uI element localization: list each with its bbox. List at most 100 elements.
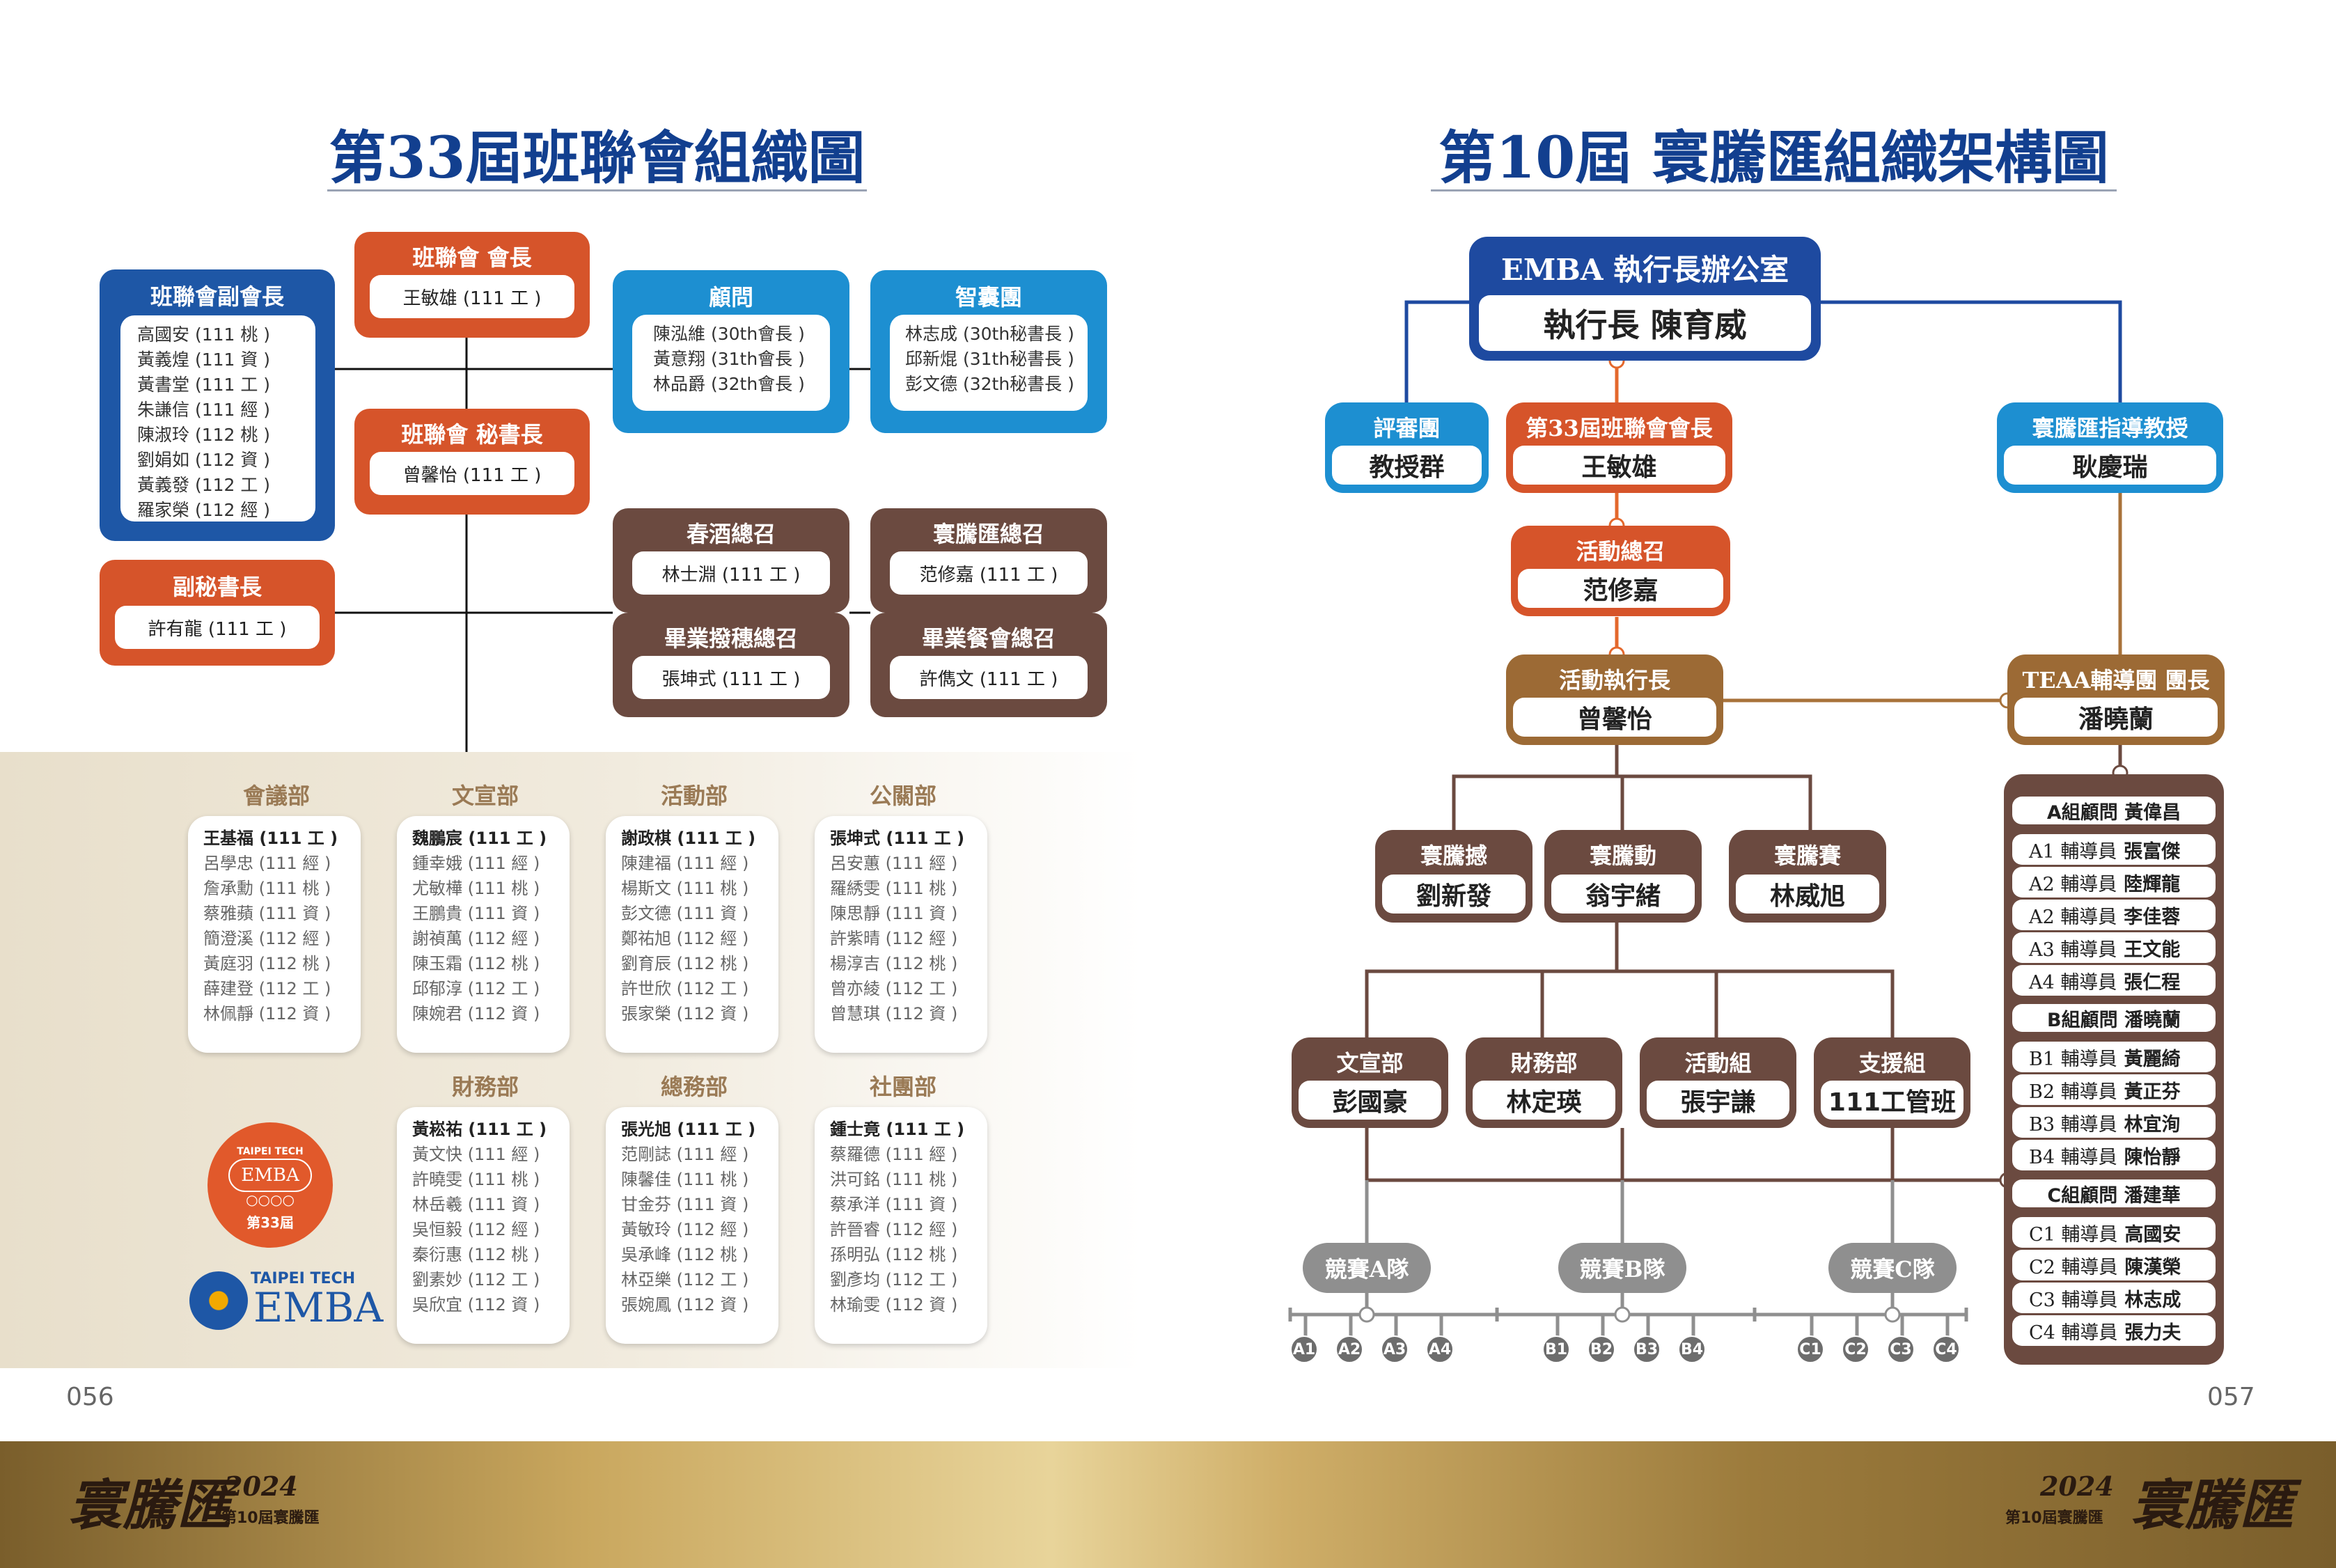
group-row-name: 張富傑 [2124,840,2181,863]
list-item: 甘金芬 (111 資 ) [621,1195,749,1214]
graduation-dinner-card: 畢業餐會總召 許儁文 (111 工 ) [870,613,1107,717]
connector-node [1358,1306,1375,1323]
graduation-dinner-title: 畢業餐會總召 [921,625,1056,652]
list-item: 彭文德 (111 資 ) [621,904,749,923]
deputy-secretary-title: 副秘書長 [172,574,262,600]
group-row-name: 黃麗綺 [2124,1048,2181,1070]
dept-title-finance: 財務部 [451,1074,519,1100]
competition-team-a: 競賽A隊 [1303,1243,1431,1293]
footer-right-edition: 第10屆寰騰匯 [2005,1510,2103,1527]
seal-rings-icon: ○○○○ [246,1191,295,1208]
huanteng-convener-card: 寰騰匯總召 范修嘉 (111 工 ) [870,508,1107,613]
group-row: A1 輔導員張富傑 [2012,834,2216,865]
advisor-card: 顧問 陳泓維 (30th會長 ) 黃意翔 (31th會長 ) 林品爵 (32th… [613,270,849,433]
list-item: 劉育辰 (112 桃 ) [621,954,749,973]
graduation-cap-card: 畢業撥穗總召 張坤式 (111 工 ) [613,613,849,717]
huanteng-han-card: 寰騰撼 劉新發 [1375,830,1532,923]
dept-title-pr: 公關部 [869,783,936,809]
group-row: B4 輔導員陳怡靜 [2012,1140,2216,1170]
publicity-dept-name: 彭國豪 [1299,1081,1441,1120]
vice-president-list: 高國安 (111 桃 ) 黃義煌 (111 資 ) 黃書堂 (111 工 ) 朱… [120,315,315,522]
support-group-name: 111工管班 [1821,1081,1963,1120]
advisor-group-panel: A組顧問 黃偉昌 A1 輔導員張富傑 A2 輔導員陸輝龍 A2 輔導員李佳蓉 A… [2004,774,2224,1365]
list-item: 張家榮 (112 資 ) [621,1004,749,1024]
left-connector-lines [334,334,870,752]
subteam-b3: B3 [1633,1335,1661,1363]
class-president-card: 第33屆班聯會會長 王敏雄 [1506,402,1732,493]
activity-group-card: 活動組 張宇謙 [1640,1037,1796,1128]
jury-name: 教授群 [1332,446,1482,485]
list-item: 羅家榮 (112 經 ) [137,500,271,520]
dept-title-activity: 活動部 [660,783,728,809]
vice-president-title: 班聯會副會長 [150,283,284,310]
right-page-number: 057 [2207,1383,2255,1411]
list-item: 陳婉君 (112 資 ) [412,1004,540,1024]
left-title-underline [327,189,867,191]
group-row-role: B2 輔導員 [2029,1081,2117,1103]
think-tank-title: 智囊團 [955,284,1022,311]
right-title-underline [1431,189,2117,191]
list-item: 張光旭 (111 工 ) [621,1120,756,1139]
dept-title-club: 社團部 [869,1074,936,1100]
subteam-b2: B2 [1588,1335,1615,1363]
group-a-head: A組顧問 黃偉昌 [2012,797,2216,824]
spring-banquet-card: 春酒總召 林士淵 (111 工 ) [613,508,849,613]
group-row: C4 輔導員張力夫 [2012,1315,2216,1346]
huanteng-sai-card: 寰騰賽 林威旭 [1729,830,1886,923]
list-item: 高國安 (111 桃 ) [137,324,271,345]
footer-left-year: 2024 [224,1471,298,1502]
connector-node [1614,1306,1631,1323]
huanteng-dong-title: 寰騰動 [1589,842,1656,869]
list-item: 范剛誌 (111 經 ) [621,1145,749,1164]
taipei-tech-emba-logo: TAIPEI TECH EMBA [189,1267,383,1333]
list-item: 蔡羅德 (111 經 ) [830,1145,958,1164]
emba-33-seal-icon: TAIPEI TECH EMBA ○○○○ 第33屆 [207,1122,333,1248]
group-row-role: A2 輔導員 [2029,873,2117,895]
list-item: 邱新焜 (31th秘書長 ) [905,349,1074,369]
class-president-title: 第33屆班聯會會長 [1526,415,1713,441]
president-card: 班聯會 會長 王敏雄 (111 工 ) [354,232,590,338]
competition-team-c: 競賽C隊 [1828,1243,1957,1293]
dept-list-publicity: 魏鵬宸 (111 工 ) 鍾幸娥 (111 經 ) 尤敏樺 (111 桃 ) 王… [397,816,570,1053]
advisor-title: 顧問 [708,284,753,311]
list-item: 陳淑玲 (112 桃 ) [137,425,271,445]
dept-title-publicity: 文宣部 [451,783,519,809]
dept-list-meeting: 王基福 (111 工 ) 呂學忠 (111 經 ) 詹承勳 (111 桃 ) 蔡… [188,816,361,1053]
group-row-role: A4 輔導員 [2029,971,2117,994]
footer-left-brand: 寰騰匯 [68,1474,232,1537]
advisor-list: 陳泓維 (30th會長 ) 黃意翔 (31th會長 ) 林品爵 (32th會長 … [632,315,830,411]
dept-list-finance: 黃崧祐 (111 工 ) 黃文快 (111 經 ) 許曉雯 (111 桃 ) 林… [397,1107,570,1344]
subteam-b1: B1 [1542,1335,1570,1363]
teaa-leader-card: TEAA輔導團 團長 潘曉蘭 [2007,654,2225,745]
list-item: 薛建登 (112 工 ) [203,979,331,998]
subteam-c1: C1 [1796,1335,1824,1363]
emba-office-card: EMBA 執行長辦公室 執行長 陳育威 [1469,237,1821,361]
list-item: 秦衍惠 (112 桃 ) [412,1245,540,1264]
finance-dept-card: 財務部 林定瑛 [1466,1037,1622,1128]
group-row-role: A1 輔導員 [2029,840,2117,863]
list-item: 許曉雯 (111 桃 ) [412,1170,540,1189]
list-item: 黃文快 (111 經 ) [412,1145,540,1164]
list-item: 詹承勳 (111 桃 ) [203,879,331,898]
footer-right-year: 2024 [2040,1471,2114,1502]
list-item: 許紫晴 (112 經 ) [830,929,958,948]
subteam-c3: C3 [1887,1335,1915,1363]
list-item: 林岳羲 (111 資 ) [412,1195,540,1214]
list-item: 曾慧琪 (112 資 ) [830,1004,958,1024]
list-item: 林瑜雯 (112 資 ) [830,1295,958,1315]
list-item: 呂學忠 (111 經 ) [203,854,331,873]
dept-list-pr: 張坤式 (111 工 ) 呂安蕙 (111 經 ) 羅綉雯 (111 桃 ) 陳… [815,816,987,1053]
group-row-name: 黃正芬 [2124,1081,2181,1103]
group-row-name: 王文能 [2124,939,2181,961]
seal-bottom-text: 第33屆 [246,1214,294,1231]
subteam-c2: C2 [1842,1335,1869,1363]
list-item: 陳玉霜 (112 桃 ) [412,954,540,973]
dept-list-activity: 謝政棋 (111 工 ) 陳建福 (111 經 ) 楊斯文 (111 桃 ) 彭… [606,816,778,1053]
seal-mid-text: EMBA [228,1159,312,1192]
footer-left-edition: 第10屆寰騰匯 [221,1510,320,1527]
group-row-name: 林志成 [2124,1289,2181,1311]
think-tank-card: 智囊團 林志成 (30th秘書長 ) 邱新焜 (31th秘書長 ) 彭文德 (3… [870,270,1107,433]
advising-professor-card: 寰騰匯指導教授 耿慶瑞 [1997,402,2223,493]
list-item: 林佩靜 (112 資 ) [203,1004,331,1024]
logo-main-text: EMBA [253,1284,384,1331]
